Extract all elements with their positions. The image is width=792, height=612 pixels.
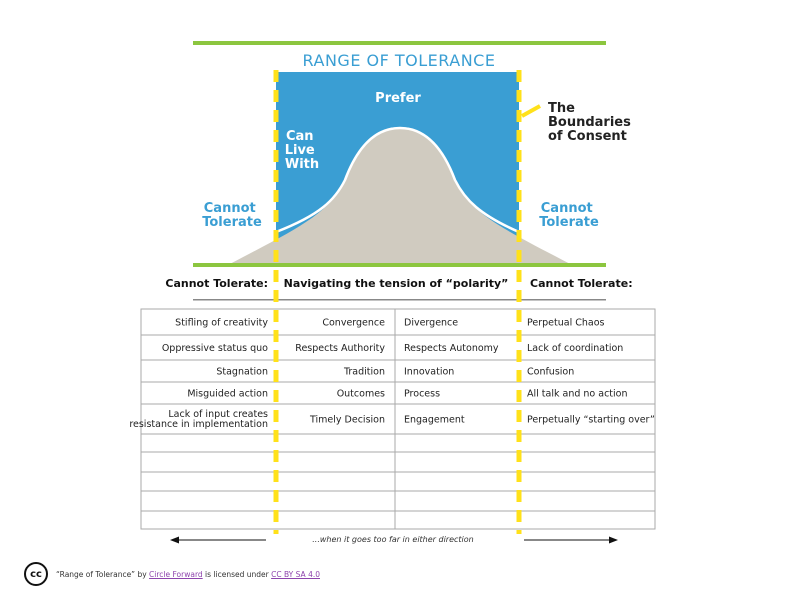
can-live-with-line-3: With [285,157,319,172]
left-pole-cell: Tradition [343,367,385,378]
header-divider [193,299,606,301]
left-pole-cell: Convergence [322,318,385,329]
diagram-title: RANGE OF TOLERANCE [303,51,496,70]
author-link[interactable]: Circle Forward [149,569,203,579]
boundaries-line-2: Boundaries [548,115,631,130]
left-arrow-head [170,536,179,544]
boundaries-line-1: The [548,101,575,116]
left-pole-cell: Respects Authority [295,343,385,354]
boundaries-pointer [521,104,541,118]
prefer-label: Prefer [375,91,421,106]
header-cannot-tolerate-right: Cannot Tolerate: [530,277,633,290]
left-pole-cell: Outcomes [337,389,385,400]
table-border [140,308,656,530]
right-cannot-tolerate-cell: Perpetual Chaos [527,318,605,329]
can-live-with-line-1: Can [286,129,314,144]
right-cannot-tolerate-cell: Perpetually “starting over” [527,415,655,426]
table-row-lines [141,334,655,512]
right-pole-cell: Engagement [404,415,465,426]
right-cannot-tolerate-cell: Lack of coordination [527,343,623,354]
cc-license-icon: cc [24,562,48,586]
cannot-tolerate-right-line-2: Tolerate [539,215,599,230]
right-cannot-tolerate-cell: All talk and no action [527,389,628,400]
cannot-tolerate-right-label: Cannot Tolerate [539,201,599,230]
can-live-with-label: Can Live With [285,129,320,172]
cell-line: Lack of input creates [168,409,268,420]
left-cannot-tolerate-cell: Oppressive status quo [162,343,268,354]
right-pole-cell: Respects Autonomy [404,343,499,354]
top-green-rule [193,41,606,45]
header-cannot-tolerate-left: Cannot Tolerate: [165,277,268,290]
cannot-tolerate-left-label: Cannot Tolerate [202,201,262,230]
cell-line: resistance in implementation [129,419,268,430]
right-pole-cell: Innovation [404,367,454,378]
polarity-table: Stifling of creativity Convergence Diverge… [129,308,656,530]
right-arrow-head [609,536,618,544]
left-cannot-tolerate-cell: Stagnation [216,367,268,378]
can-live-with-line-2: Live [285,143,315,158]
baseline-green-rule [193,263,606,267]
license-link[interactable]: CC BY SA 4.0 [271,569,320,579]
bell-curve-outline [275,126,520,234]
table-cells: Stifling of creativity Convergence Diverge… [129,318,655,431]
consent-boundaries [273,70,522,534]
right-pole-cell: Divergence [404,318,458,329]
license-credit: cc “Range of Tolerance” by Circle Forwar… [24,560,320,588]
right-cannot-tolerate-cell: Confusion [527,367,574,378]
bell-curve [228,128,572,265]
left-cannot-tolerate-cell: Misguided action [187,389,268,400]
credit-prefix: “Range of Tolerance” by [56,569,150,579]
footer-direction-text: ...when it goes too far in either direct… [312,535,473,544]
boundaries-of-consent-label: The Boundaries of Consent [548,101,635,144]
right-pole-cell: Process [404,389,440,400]
cannot-tolerate-right-line-1: Cannot [541,201,593,216]
cannot-tolerate-left-line-1: Cannot [204,201,256,216]
left-cannot-tolerate-cell: Stifling of creativity [175,318,268,329]
left-pole-cell: Timely Decision [309,415,385,426]
cannot-tolerate-left-line-2: Tolerate [202,215,262,230]
credit-text: “Range of Tolerance” by Circle Forward i… [56,570,320,579]
boundaries-line-3: of Consent [548,129,627,144]
credit-middle: is licensed under [202,569,272,579]
header-navigating-polarity: Navigating the tension of “polarity” [284,277,509,290]
